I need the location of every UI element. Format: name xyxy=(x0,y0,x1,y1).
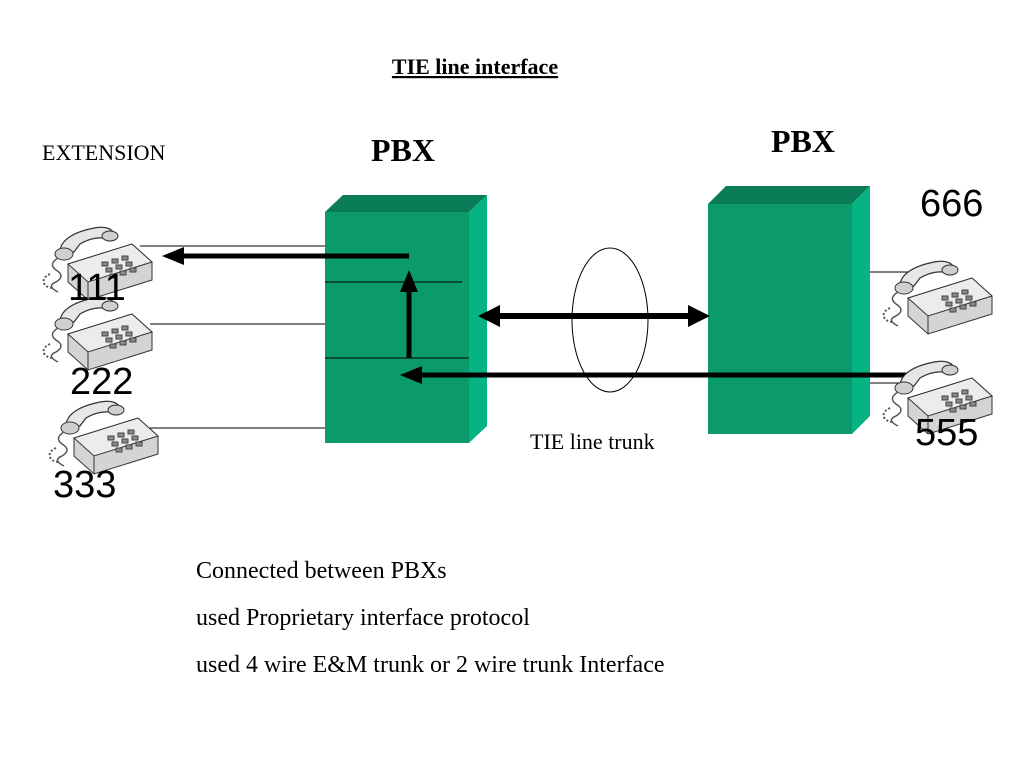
trunk-label: TIE line trunk xyxy=(530,429,655,454)
note-line: used Proprietary interface protocol xyxy=(196,605,530,631)
pbx-right-box xyxy=(708,186,870,434)
left-extension-wires xyxy=(140,245,325,429)
pbx-left-box xyxy=(325,195,487,443)
extension-number: 222 xyxy=(70,361,133,403)
extension-label: EXTENSION xyxy=(42,140,166,165)
note-line: used 4 wire E&M trunk or 2 wire trunk In… xyxy=(196,652,665,678)
extension-number: 333 xyxy=(53,464,116,506)
trunk-bundle xyxy=(571,247,649,393)
note-line: Connected between PBXs xyxy=(196,558,447,584)
pbx-right-label: PBX xyxy=(771,123,835,159)
extension-number: 555 xyxy=(915,412,978,454)
extension-number: 111 xyxy=(68,267,126,309)
pbx-left-label: PBX xyxy=(371,132,435,168)
page-title: TIE line interface xyxy=(392,54,558,79)
call-path-arrows xyxy=(162,247,912,384)
extension-number: 666 xyxy=(920,183,983,225)
